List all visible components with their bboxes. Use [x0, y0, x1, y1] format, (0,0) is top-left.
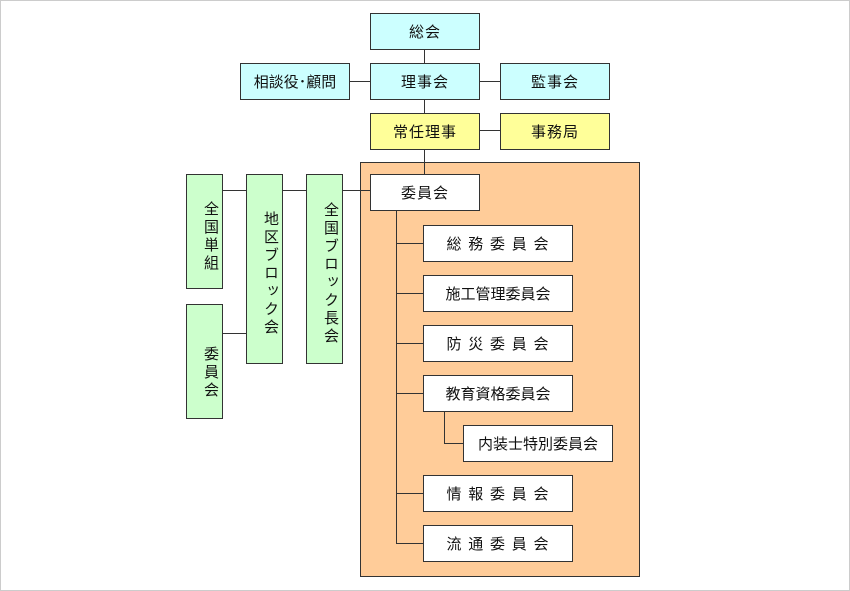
connector — [283, 190, 306, 191]
connector — [424, 99, 425, 113]
connector — [444, 411, 445, 443]
auditors-box: 監事会 — [500, 63, 610, 100]
interior-special-committee-box: 内装士特別委員会 — [463, 425, 613, 462]
connector — [223, 333, 246, 334]
disaster-prevention-committee-box: 防 災 委 員 会 — [423, 325, 573, 362]
executive-director-box: 常任理事 — [370, 113, 480, 150]
connector — [444, 443, 464, 444]
information-committee-box: 情 報 委 員 会 — [423, 475, 573, 512]
connector — [424, 149, 425, 175]
connector — [396, 343, 424, 344]
connector — [396, 293, 424, 294]
connector — [480, 81, 500, 82]
general-affairs-committee-box: 総 務 委 員 会 — [423, 225, 573, 262]
board-of-directors-box: 理事会 — [370, 63, 480, 100]
committee-box: 委員会 — [370, 174, 480, 211]
connector — [396, 543, 424, 544]
connector — [396, 210, 397, 543]
advisor-box: 相談役･顧問 — [240, 63, 350, 100]
connector — [396, 393, 424, 394]
connector — [480, 130, 500, 131]
distribution-committee-box: 流 通 委 員 会 — [423, 525, 573, 562]
connector — [349, 81, 370, 82]
national-block-chiefs-box: 全国ブロック長会 — [306, 174, 343, 364]
construction-management-committee-box: 施工管理委員会 — [423, 275, 573, 312]
connector — [424, 49, 425, 64]
general-assembly-box: 総会 — [370, 13, 480, 50]
connector — [396, 243, 424, 244]
regional-block-box: 地区ブロック会 — [246, 174, 283, 364]
national-unions-box: 全国単組 — [186, 174, 223, 289]
connector — [343, 190, 370, 191]
education-qualification-committee-box: 教育資格委員会 — [423, 375, 573, 412]
connector — [396, 493, 424, 494]
secretariat-box: 事務局 — [500, 113, 610, 150]
union-committee-box: 委員会 — [186, 304, 223, 419]
connector — [223, 190, 246, 191]
